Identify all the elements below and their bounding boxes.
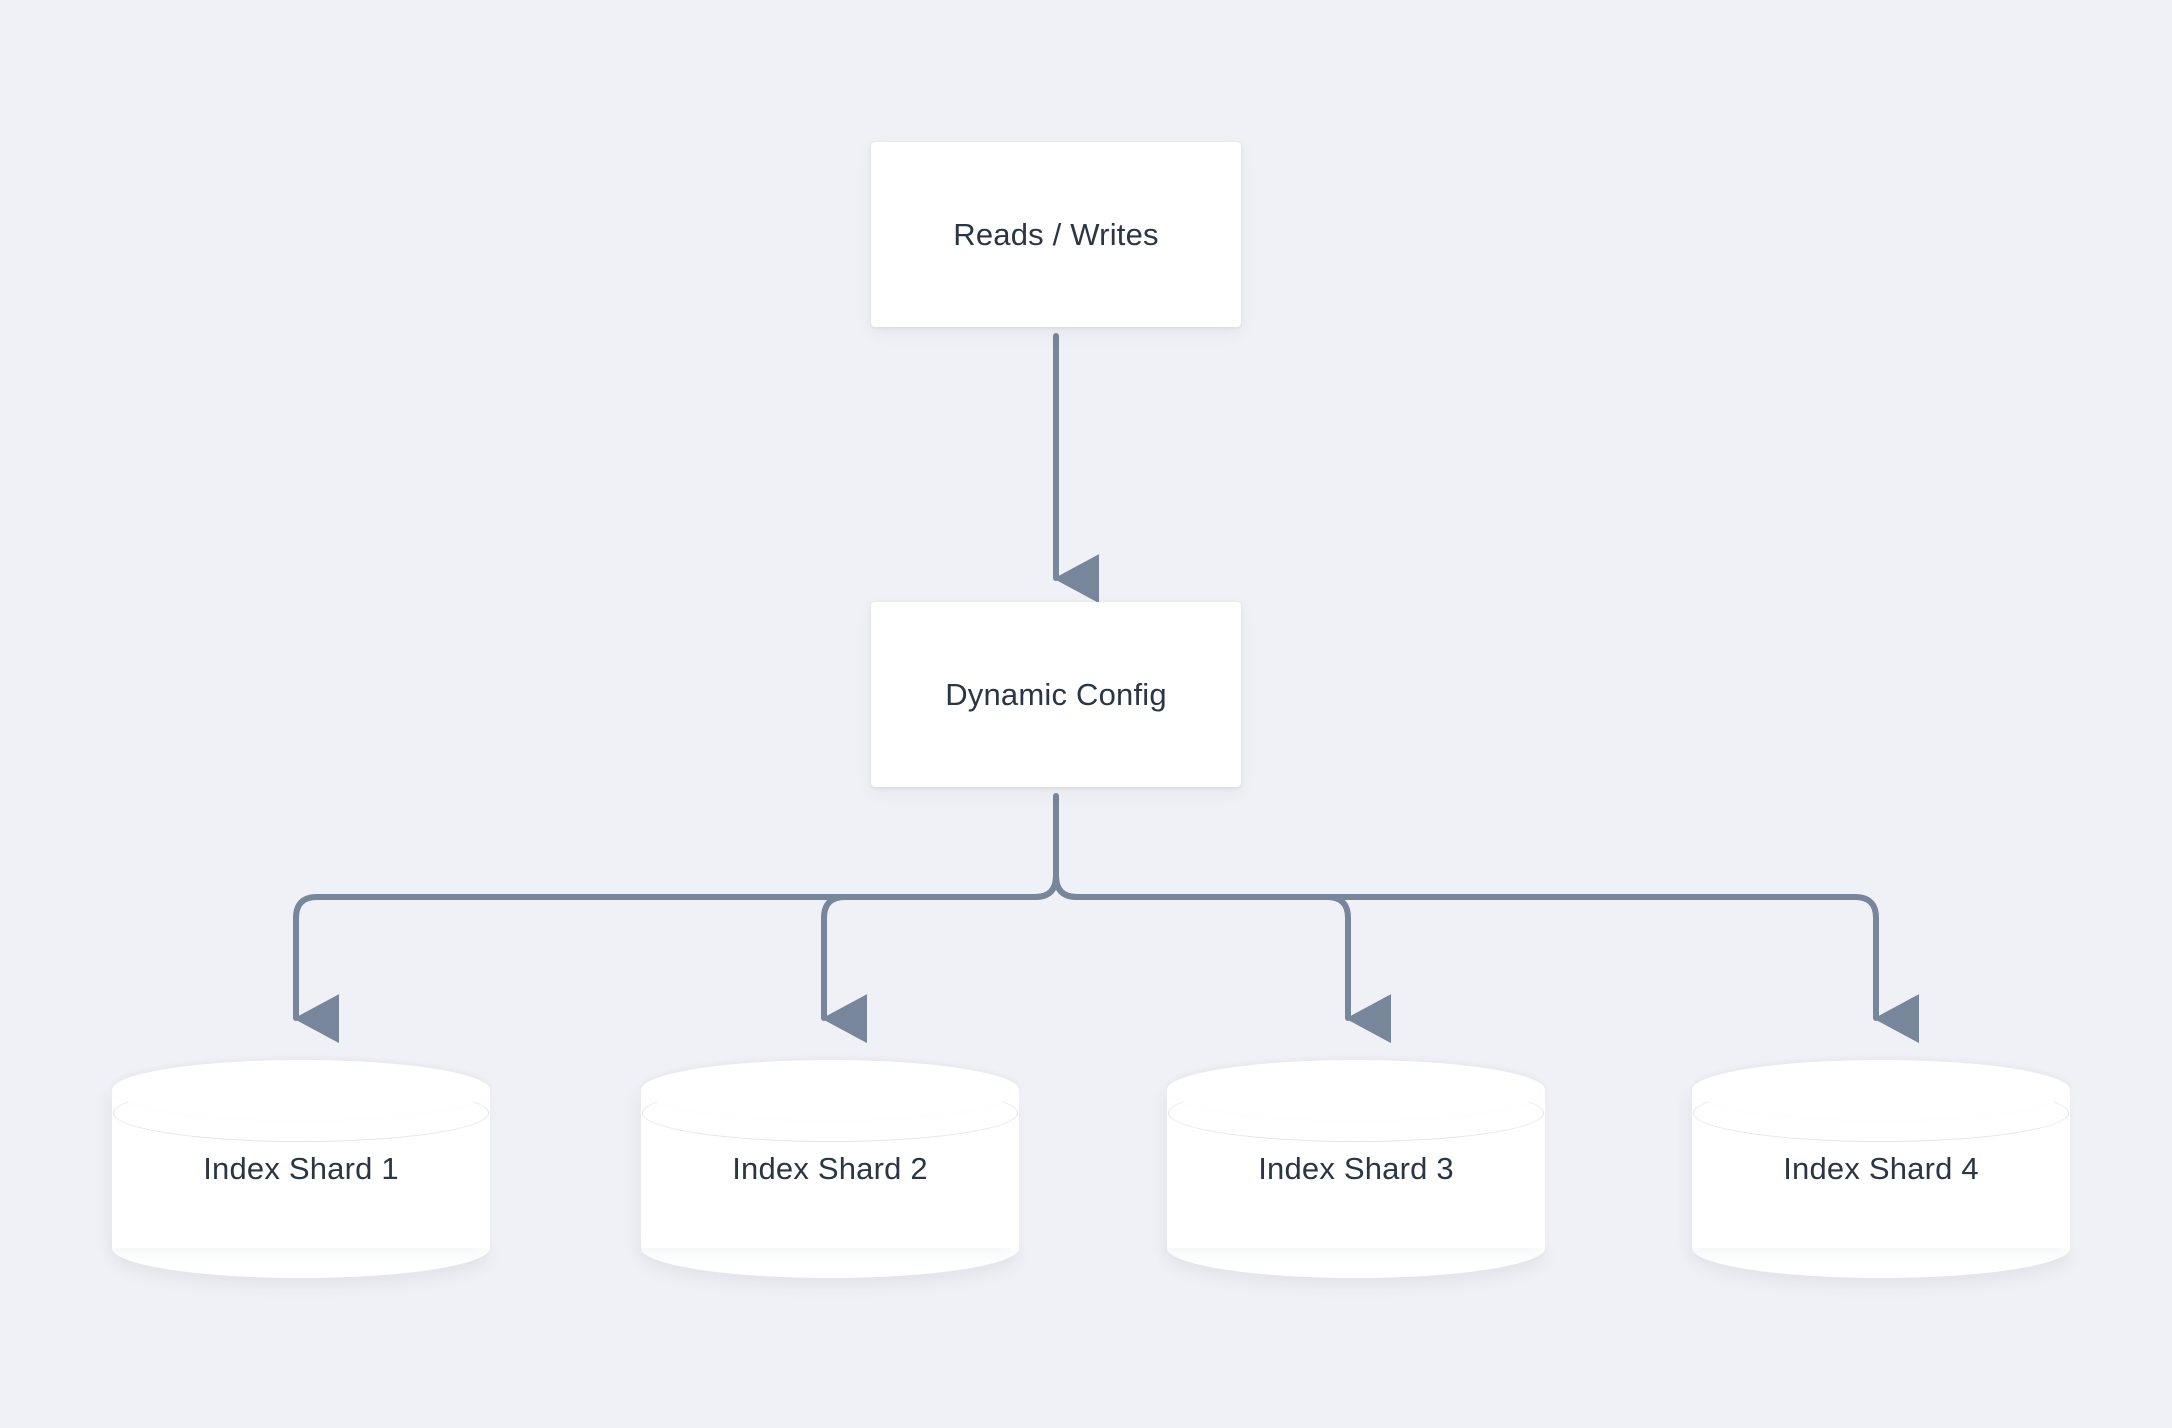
node-index-shard-2-label: Index Shard 2 xyxy=(732,1151,928,1186)
cylinder-top-ellipse xyxy=(641,1060,1019,1120)
edge-dynamic-config-to-index-shard-4 xyxy=(1053,873,1920,1044)
node-dynamic-config-label: Dynamic Config xyxy=(945,676,1167,712)
node-index-shard-1-label: Index Shard 1 xyxy=(203,1151,399,1186)
edge-dynamic-config-to-index-shard-1 xyxy=(293,873,1059,1044)
cylinder-top-ellipse xyxy=(1692,1060,2070,1120)
node-reads-writes-label: Reads / Writes xyxy=(953,216,1159,252)
node-index-shard-3[interactable]: Index Shard 3 xyxy=(1167,1060,1545,1278)
node-index-shard-2[interactable]: Index Shard 2 xyxy=(641,1060,1019,1278)
node-index-shard-3-label: Index Shard 3 xyxy=(1258,1151,1454,1186)
edge-dynamic-config-to-index-shard-3 xyxy=(1053,873,1392,1044)
node-index-shard-4[interactable]: Index Shard 4 xyxy=(1692,1060,2070,1278)
cylinder-top-ellipse xyxy=(112,1060,490,1120)
edge-dynamic-config-to-index-shard-2 xyxy=(821,873,1059,1044)
cylinder-top-ellipse xyxy=(1167,1060,1545,1120)
node-reads-writes[interactable]: Reads / Writes xyxy=(871,142,1241,327)
node-dynamic-config[interactable]: Dynamic Config xyxy=(871,602,1241,787)
node-index-shard-1[interactable]: Index Shard 1 xyxy=(112,1060,490,1278)
node-index-shard-4-label: Index Shard 4 xyxy=(1783,1151,1979,1186)
